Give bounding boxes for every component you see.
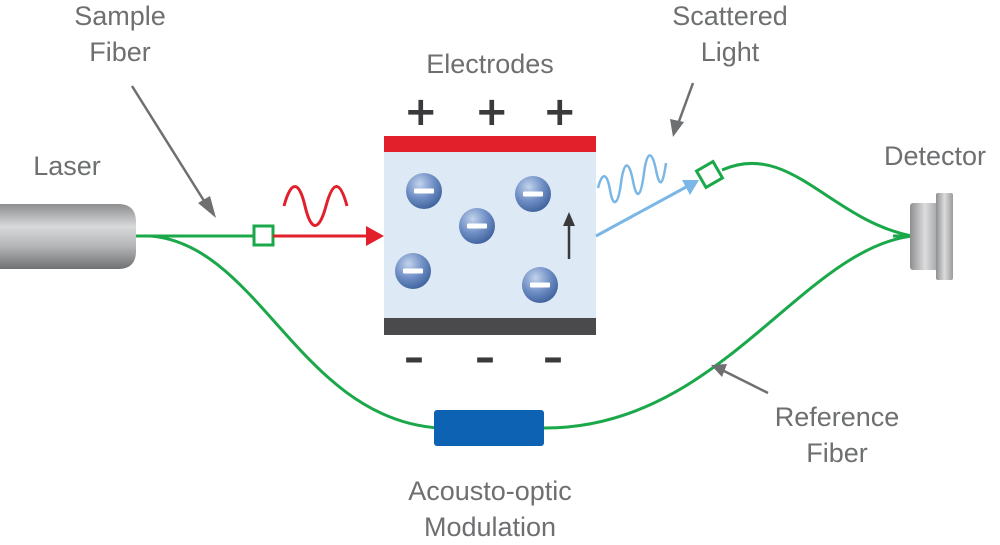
scattered-light-label-line2: Light [700, 37, 760, 67]
acousto-optic-label-line2: Modulation [423, 512, 557, 542]
reference-fiber-label-line2: Fiber [806, 438, 868, 468]
positive-sign: + [475, 89, 509, 135]
motion-arrow [563, 212, 575, 259]
laser-source [0, 204, 136, 269]
acousto-optic-label-line1: Acousto-optic [408, 476, 572, 506]
particle [522, 267, 558, 303]
reference-fiber-label-line1: Reference [774, 402, 900, 432]
positive-sign: + [404, 89, 438, 135]
laser-beam [273, 185, 384, 246]
negative-electrode [384, 318, 596, 335]
acousto-optic-modulator [434, 410, 544, 446]
sample-fiber-label: Sample Fiber [55, 0, 185, 70]
laser-label: Laser [33, 151, 101, 181]
reference-fiber-label: Reference Fiber [762, 399, 912, 471]
detector [910, 193, 953, 280]
particle [515, 176, 551, 212]
particle [406, 173, 442, 209]
sample-coupler [252, 224, 275, 247]
electrodes-label: Electrodes [426, 49, 554, 79]
red-wave [282, 185, 349, 227]
negative-sign: – [404, 335, 424, 381]
scattered-light-pointer [670, 82, 695, 137]
negative-sign: – [475, 335, 495, 381]
reference-fiber [149, 234, 913, 430]
scattered-light-label-line1: Scattered [672, 1, 788, 31]
fibers [136, 162, 913, 430]
particle [459, 208, 495, 244]
sample-fiber-label-line2: Fiber [89, 37, 151, 67]
acousto-optic-label: Acousto-optic Modulation [375, 473, 605, 545]
reference-fiber-pointer [711, 364, 769, 395]
pointers [130, 82, 769, 395]
particles [395, 173, 558, 303]
detector-label: Detector [883, 141, 987, 171]
positive-electrode [384, 136, 596, 152]
scattered-fiber [721, 162, 913, 238]
blue-wave [596, 154, 668, 204]
collection-coupler [694, 159, 725, 190]
sample-fiber-label-line1: Sample [74, 1, 166, 31]
scattered-light-label: Scattered Light [650, 0, 810, 70]
particle [395, 253, 431, 289]
sample-fiber-pointer [130, 85, 216, 218]
scattered-beam [595, 154, 699, 238]
negative-sign: – [543, 335, 563, 381]
positive-sign: + [543, 89, 577, 135]
